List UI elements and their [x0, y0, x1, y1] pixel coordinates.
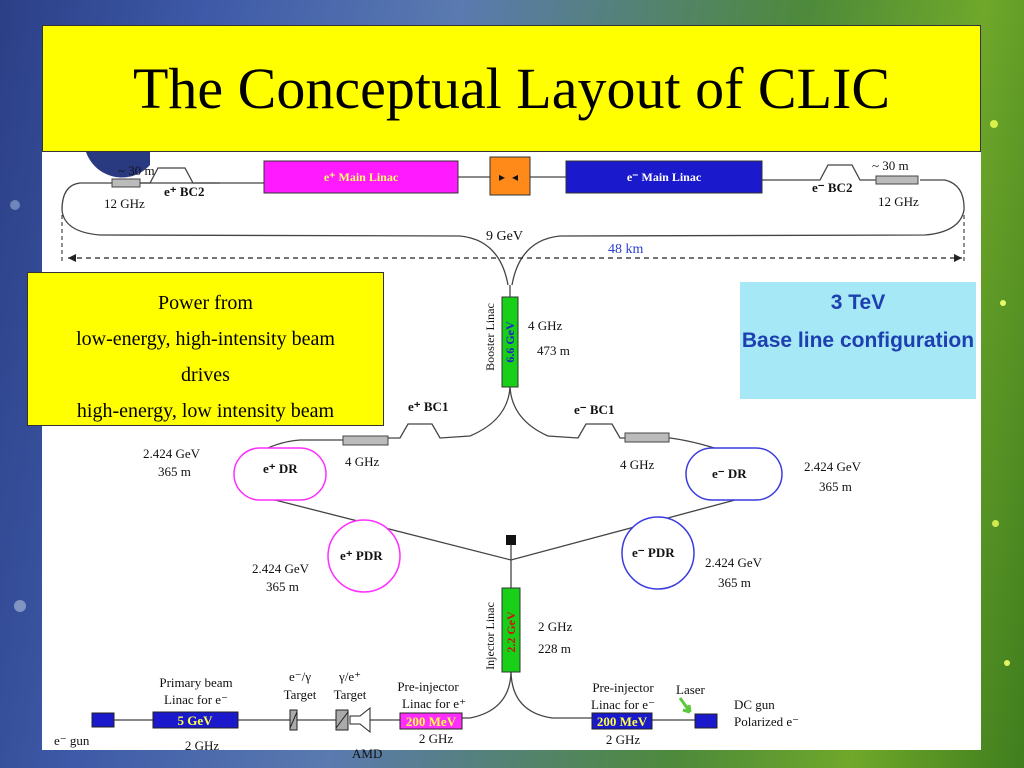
background-speck [14, 600, 26, 612]
bc2-right-label: e⁻ BC2 [812, 180, 852, 195]
preinj-left-freq: 2 GHz [419, 731, 454, 746]
bc2-right-bar [875, 175, 919, 185]
electron-dr-ring [685, 447, 783, 501]
bc2-right-freq: 12 GHz [878, 194, 919, 209]
ip-left-arrow: ▸ [499, 170, 505, 184]
bc2-left-bar [111, 178, 141, 188]
electron-dr-label: e⁻ DR [712, 466, 747, 481]
electron-main-linac [565, 160, 763, 194]
distance-arrow-left [68, 254, 76, 262]
booster-length: 473 m [537, 343, 570, 358]
bc1-left-label: e⁺ BC1 [408, 399, 448, 414]
bc2-left-length: ~ 30 m [118, 163, 155, 178]
positron-dr-label: e⁺ DR [263, 461, 298, 476]
positron-main-linac [263, 160, 459, 194]
preinj-left-linac [399, 712, 463, 730]
dc-gun-label-2: Polarized e⁻ [734, 714, 799, 729]
primary-energy: 5 GeV [177, 713, 213, 728]
note-line-3: drives [181, 364, 230, 386]
preinj-right-label-1: Pre-injector [592, 680, 654, 695]
planet-shape [86, 152, 150, 178]
electron-pdr-length: 365 m [718, 575, 751, 590]
interaction-point [489, 156, 531, 196]
top-energy-label: 9 GeV [486, 229, 523, 244]
config-name: Base line configuration [741, 329, 975, 352]
preinj-right-label-2: Linac for e⁻ [591, 697, 655, 712]
electron-main-linac-label: e⁻ Main Linac [627, 170, 702, 184]
electron-dr-length: 365 m [819, 479, 852, 494]
junction-box [506, 535, 516, 545]
background-speck [1004, 660, 1010, 666]
target-2-label-1: γ/e⁺ [338, 669, 361, 684]
bc1-right-freq: 4 GHz [620, 457, 655, 472]
booster-name: Booster Linac [483, 303, 497, 371]
positron-pdr-energy: 2.424 GeV [252, 561, 310, 576]
title-box: The Conceptual Layout of CLIC [42, 25, 981, 152]
bc2-left-label: e⁺ BC2 [164, 184, 204, 199]
positron-dr-ring [233, 447, 327, 501]
primary-freq: 2 GHz [185, 738, 220, 753]
background-speck [990, 120, 998, 128]
electron-pdr-energy: 2.424 GeV [705, 555, 763, 570]
bc1-right-bar [624, 432, 670, 443]
positron-dr-energy: 2.424 GeV [143, 446, 201, 461]
primary-linac [152, 711, 239, 729]
background-speck [10, 200, 20, 210]
slide-title: The Conceptual Layout of CLIC [132, 56, 891, 121]
positron-pdr-label: e⁺ PDR [340, 548, 383, 563]
bc1-left-bar [342, 435, 389, 446]
primary-label-1: Primary beam [159, 675, 232, 690]
preinj-right-linac [591, 712, 653, 730]
bc2-left-freq: 12 GHz [104, 196, 145, 211]
preinj-left-label-2: Linac for e⁺ [402, 696, 466, 711]
target-2-label-2: Target [334, 687, 367, 702]
preinj-right-energy: 200 MeV [597, 714, 648, 729]
injector-length: 228 m [538, 641, 571, 656]
electron-dr-energy: 2.424 GeV [804, 459, 862, 474]
target-1-slash [289, 711, 298, 729]
bc1-right-label: e⁻ BC1 [574, 402, 614, 417]
booster-energy: 6.6 GeV [503, 321, 517, 363]
dc-gun [694, 713, 718, 729]
electron-pdr-label: e⁻ PDR [632, 545, 675, 560]
target-2-slash [335, 711, 349, 729]
amd-label: AMD [352, 746, 382, 761]
injector-freq: 2 GHz [538, 619, 573, 634]
note-line-2: low-energy, high-intensity beam [76, 328, 335, 350]
bc1-left-freq: 4 GHz [345, 454, 380, 469]
target-1-label-1: e⁻/γ [289, 669, 311, 684]
preinj-left-label-1: Pre-injector [397, 679, 459, 694]
injector-name: Injector Linac [483, 602, 497, 670]
note-line-1: Power from [158, 292, 253, 314]
config-box: 3 TeV Base line configuration [740, 282, 976, 399]
positron-dr-length: 365 m [158, 464, 191, 479]
distance-arrow-right [954, 254, 962, 262]
injector-energy: 2.2 GeV [504, 611, 518, 653]
config-energy: 3 TeV [830, 291, 886, 314]
positron-pdr-ring [327, 519, 401, 593]
preinj-left-energy: 200 MeV [406, 714, 457, 729]
positron-pdr-length: 365 m [266, 579, 299, 594]
amd-horn [349, 706, 371, 734]
preinj-right-freq: 2 GHz [606, 732, 641, 747]
target-1-label-2: Target [284, 687, 317, 702]
distance-label: 48 km [608, 242, 644, 257]
background-speck [992, 520, 999, 527]
electron-gun-label: e⁻ gun [54, 733, 90, 748]
injector-linac [501, 587, 521, 673]
positron-main-linac-label: e⁺ Main Linac [324, 170, 399, 184]
note-line-4: high-energy, low intensity beam [76, 400, 335, 422]
power-note-box: Power from low-energy, high-intensity be… [27, 272, 384, 426]
primary-label-2: Linac for e⁻ [164, 692, 228, 707]
electron-pdr-ring [621, 516, 695, 590]
electron-gun-left [91, 712, 115, 728]
laser-arrow [678, 697, 692, 714]
booster-freq: 4 GHz [528, 318, 563, 333]
laser-label: Laser [676, 682, 706, 697]
dc-gun-label-1: DC gun [734, 697, 775, 712]
background-speck [1000, 300, 1006, 306]
bc2-right-length: ~ 30 m [872, 158, 909, 173]
ip-right-arrow: ◂ [512, 170, 518, 184]
